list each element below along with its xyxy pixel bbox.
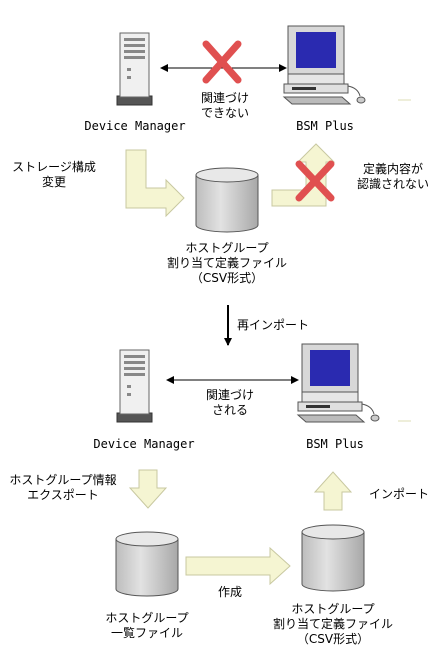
pc-icon-bottom: [296, 343, 380, 423]
storage-change-label: ストレージ構成 変更: [6, 160, 102, 190]
not-recognized-line2: 認識されない: [356, 177, 429, 191]
link-label-top-line1: 関連づけ: [200, 91, 249, 105]
arrow-create-right: [185, 546, 291, 586]
export-line2: エクスポート: [27, 488, 99, 502]
server-label-top: Device Manager: [84, 119, 186, 133]
def-file-bottom-line2: 割り当て定義ファイル: [272, 617, 393, 631]
storage-change-line2: 変更: [41, 175, 66, 189]
def-file-top-line2: 割り当て定義ファイル: [166, 256, 287, 270]
link-label-top: 関連づけ できない: [190, 91, 260, 121]
import-label: インポート: [368, 487, 429, 501]
server-icon-top: [116, 32, 153, 106]
cylinder-icon-list: [115, 531, 179, 597]
arrow-export-down: [128, 469, 168, 509]
def-file-top-line1: ホストグループ: [185, 241, 269, 255]
list-file-line2: 一覧ファイル: [110, 626, 183, 640]
server-icon-bottom: [116, 349, 153, 423]
def-file-label-top: ホストグループ 割り当て定義ファイル （CSV形式）: [152, 241, 302, 286]
export-label: ホストグループ情報 エクスポート: [0, 473, 126, 503]
pc-icon-top: [282, 25, 366, 105]
link-label-top-line2: できない: [200, 106, 249, 120]
link-label-bottom-line1: 関連づけ: [205, 388, 254, 402]
not-recognized-label: 定義内容が 認識されない: [346, 162, 440, 192]
storage-change-line1: ストレージ構成: [12, 160, 96, 174]
reimport-label: 再インポート: [237, 318, 310, 332]
l-arrow-storage-change: [125, 149, 185, 218]
cylinder-icon-def-top: [195, 167, 259, 233]
create-label: 作成: [217, 585, 242, 599]
list-file-label: ホストグループ 一覧ファイル: [97, 611, 197, 641]
pc-label-top: BSM Plus: [296, 119, 354, 133]
not-recognized-line1: 定義内容が: [362, 162, 423, 176]
def-file-label-bottom: ホストグループ 割り当て定義ファイル （CSV形式）: [258, 602, 408, 647]
link-label-bottom-line2: される: [211, 403, 248, 417]
def-file-bottom-line3: （CSV形式）: [296, 632, 370, 646]
arrow-import-up: [313, 471, 353, 511]
cylinder-icon-def-bottom: [301, 524, 365, 592]
def-file-bottom-line1: ホストグループ: [291, 602, 375, 616]
def-file-top-line3: （CSV形式）: [190, 271, 264, 285]
link-label-bottom: 関連づけ される: [195, 388, 265, 418]
cross-icon-recognition: [295, 160, 335, 202]
list-file-line1: ホストグループ: [105, 611, 189, 625]
server-label-bottom: Device Manager: [93, 437, 195, 451]
export-line1: ホストグループ情報: [9, 473, 117, 487]
pc-label-bottom: BSM Plus: [306, 437, 364, 451]
cross-icon-link: [202, 40, 242, 84]
